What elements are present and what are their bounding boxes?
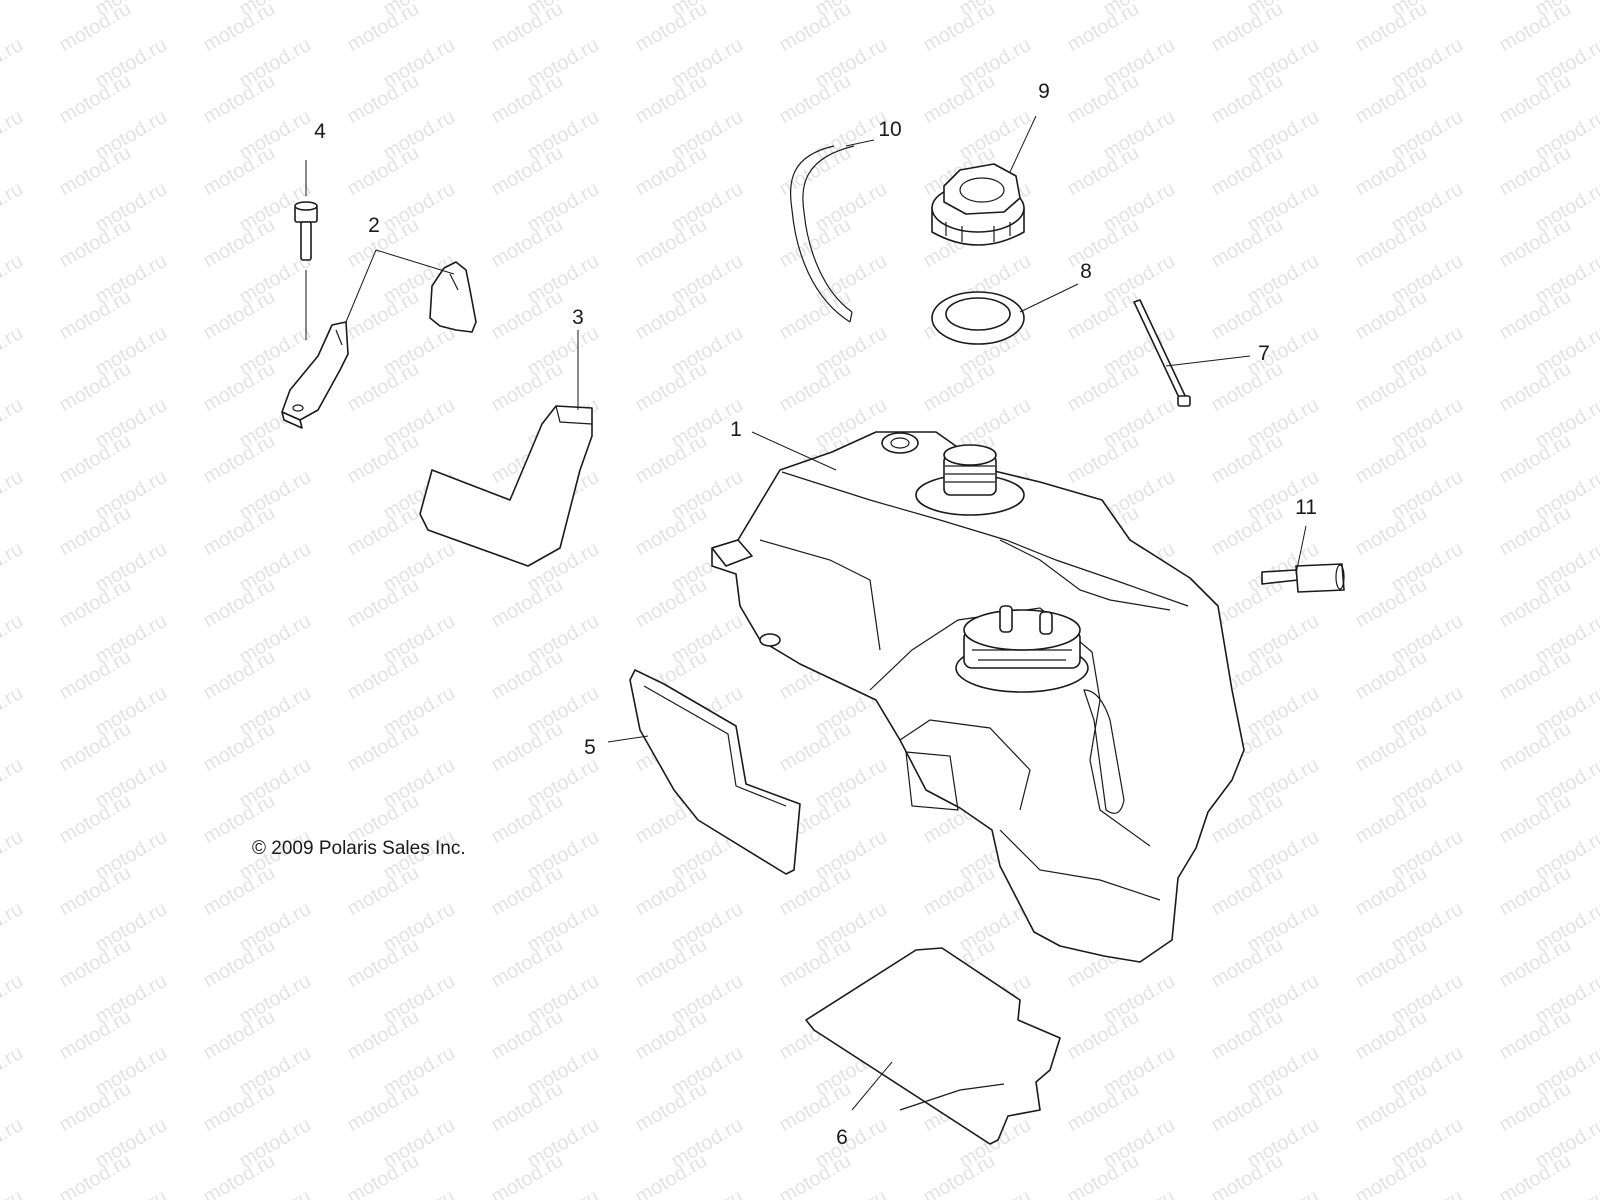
- leader-5: [607, 735, 649, 743]
- watermark-text: motod.ru: [0, 0, 27, 20]
- watermark-text: motod.ru: [0, 322, 27, 381]
- callout-8: 8: [1080, 260, 1092, 283]
- watermark-text: motod.ru: [668, 1186, 747, 1200]
- bracket-part-2: [281, 261, 477, 429]
- watermark-text: motod.ru: [0, 34, 27, 93]
- callout-1: 1: [730, 418, 742, 441]
- watermark-text: motod.ru: [0, 754, 27, 813]
- watermark-text: motod.ru: [0, 826, 27, 885]
- strap-part-7: [1133, 299, 1191, 407]
- leader-2b: [375, 249, 455, 275]
- pad-part-5: [629, 669, 801, 875]
- fuel-tank-part-1: [711, 431, 1245, 963]
- watermark-text: motod.ru: [0, 250, 27, 309]
- callout-10: 10: [878, 118, 901, 141]
- watermark-text: motod.ru: [0, 466, 27, 525]
- pad-part-6: [805, 947, 1061, 1145]
- watermark-text: motod.ru: [1100, 1186, 1179, 1200]
- leader-6: [851, 1061, 893, 1111]
- copyright-notice: © 2009 Polaris Sales Inc.: [252, 838, 466, 859]
- callout-2: 2: [368, 214, 380, 237]
- watermark-text: motod.ru: [0, 1186, 27, 1200]
- watermark-text: motod.ru: [380, 1186, 459, 1200]
- vent-hose-part-10: [790, 145, 855, 323]
- watermark-text: motod.ru: [0, 394, 27, 453]
- leader-8: [1019, 283, 1079, 313]
- gasket-part-8: [931, 291, 1025, 345]
- watermark-text: motod.ru: [0, 682, 27, 741]
- callout-3: 3: [572, 306, 584, 329]
- watermark-text: motod.ru: [92, 1186, 171, 1200]
- watermark-text: motod.ru: [524, 1186, 603, 1200]
- leader-1: [751, 431, 837, 471]
- leader-10: [845, 139, 875, 147]
- fuel-cap-part-9: [931, 163, 1025, 246]
- watermark-text: motod.ru: [0, 970, 27, 1029]
- leader-11: [1295, 525, 1307, 575]
- watermark-text: motod.ru: [236, 1186, 315, 1200]
- leader-2a: [345, 249, 377, 323]
- watermark-text: motod.ru: [0, 106, 27, 165]
- watermark-text: motod.ru: [1244, 1186, 1323, 1200]
- callout-7: 7: [1258, 342, 1270, 365]
- leader-9: [1009, 115, 1037, 173]
- watermark-text: motod.ru: [0, 1114, 27, 1173]
- callout-11: 11: [1295, 496, 1317, 519]
- watermark-text: motod.ru: [956, 1186, 1035, 1200]
- callout-labels: 1 2 3 4 5 6 7 8 9 10 11: [314, 80, 1317, 1149]
- watermark-text: motod.ru: [0, 610, 27, 669]
- watermark-text: motod.ru: [0, 178, 27, 237]
- leader-7: [1165, 355, 1251, 367]
- pad-part-3: [419, 405, 593, 567]
- watermark-text: motod.ru: [0, 898, 27, 957]
- watermark-text: motod.ru: [812, 1186, 891, 1200]
- watermark-text: motod.ru: [0, 538, 27, 597]
- watermark-text: motod.ru: [0, 1042, 27, 1101]
- callout-4: 4: [314, 120, 326, 143]
- callout-6: 6: [836, 1126, 848, 1149]
- fitting-part-11: [1261, 563, 1345, 593]
- watermark-text: motod.ru: [1388, 1186, 1467, 1200]
- callout-5: 5: [584, 736, 596, 759]
- leader-lines: [305, 115, 1307, 1111]
- callout-9: 9: [1038, 80, 1050, 103]
- bolt-part-4: [294, 201, 318, 261]
